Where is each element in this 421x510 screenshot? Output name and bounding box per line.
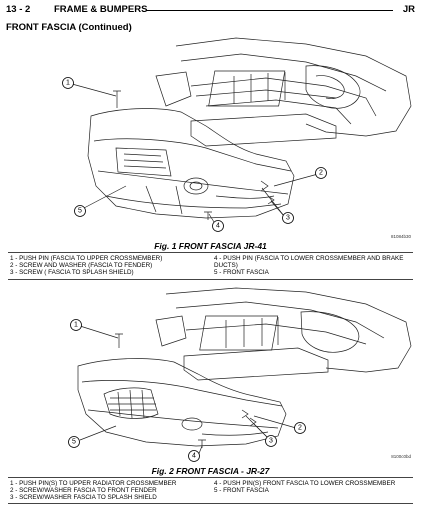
figure-1-legend-top-rule [8, 252, 413, 253]
callout-2: 2 [294, 422, 306, 434]
callout-5: 5 [68, 436, 80, 448]
legend-item: 2 - SCREW AND WASHER (FASCIA TO FENDER) [10, 262, 153, 270]
figure-2-image-id: 8100c0bd [391, 454, 411, 459]
figure-2-legend-bottom-rule [8, 503, 413, 504]
callout-1: 1 [70, 319, 82, 331]
section-title: FRAME & BUMPERS [54, 4, 148, 15]
legend-item: DUCTS) [214, 262, 238, 270]
figure-1-legend-right: 4 - PUSH PIN (FASCIA TO LOWER CROSSMEMBE… [214, 255, 414, 276]
figure-1-legend-bottom-rule [8, 279, 413, 280]
header-rule [146, 10, 393, 11]
callout-5: 5 [74, 205, 86, 217]
page-number: 13 - 2 [6, 4, 31, 15]
figure-1-legend: 1 - PUSH PIN (FASCIA TO UPPER CROSSMEMBE… [10, 255, 415, 279]
svg-text:1: 1 [66, 80, 70, 87]
legend-item: 1 - PUSH PIN(S) TO UPPER RADIATOR CROSSM… [10, 480, 177, 487]
svg-text:3: 3 [269, 438, 273, 445]
legend-item: 2 - SCREW/WASHER FASCIA TO FRONT FENDER [10, 487, 157, 495]
svg-text:3: 3 [286, 215, 290, 222]
page-header: 13 - 2 FRAME & BUMPERS JR [6, 4, 415, 18]
figure-2-caption: Fig. 2 FRONT FASCIA - JR-27 [151, 466, 270, 476]
legend-item: 4 - PUSH PIN (FASCIA TO LOWER CROSSMEMBE… [214, 255, 404, 262]
callout-1: 1 [62, 77, 74, 89]
figure-1-callouts: 1 2 3 4 5 [62, 77, 327, 232]
figure-1-caption: Fig. 1 FRONT FASCIA JR-41 [154, 241, 267, 251]
figure-2-legend: 1 - PUSH PIN(S) TO UPPER RADIATOR CROSSM… [10, 480, 415, 502]
legend-item: 4 - PUSH PIN(S) FRONT FASCIA TO LOWER CR… [214, 480, 396, 487]
figure-1-illustration: 1 2 3 4 5 81084b30 [6, 36, 415, 246]
figure-2-legend-top-rule [8, 477, 413, 478]
subheading: FRONT FASCIA (Continued) [6, 22, 132, 33]
svg-text:5: 5 [72, 439, 76, 446]
figure-2-drawing: 1 2 3 4 5 [68, 287, 412, 462]
legend-item: 5 - FRONT FASCIA [214, 269, 269, 277]
legend-item: 3 - SCREW ( FASCIA TO SPLASH SHIELD) [10, 269, 134, 277]
figure-1-legend-left: 1 - PUSH PIN (FASCIA TO UPPER CROSSMEMBE… [10, 255, 210, 276]
legend-item: 5 - FRONT FASCIA [214, 487, 269, 495]
svg-text:2: 2 [319, 170, 323, 177]
figure-2-legend-right: 4 - PUSH PIN(S) FRONT FASCIA TO LOWER CR… [214, 480, 414, 494]
callout-2: 2 [315, 167, 327, 179]
svg-text:2: 2 [298, 425, 302, 432]
figure-2-callouts: 1 2 3 4 5 [68, 319, 306, 462]
callout-4: 4 [212, 220, 224, 232]
legend-item: 1 - PUSH PIN (FASCIA TO UPPER CROSSMEMBE… [10, 255, 163, 262]
svg-text:1: 1 [74, 322, 78, 329]
figure-2-legend-left: 1 - PUSH PIN(S) TO UPPER RADIATOR CROSSM… [10, 480, 210, 501]
svg-text:4: 4 [216, 223, 220, 230]
model-code: JR [402, 4, 415, 15]
legend-item: 3 - SCREW/WASHER FASCIA TO SPLASH SHIELD [10, 494, 157, 502]
callout-4: 4 [188, 450, 200, 462]
figure-1-image-id: 81084b30 [390, 234, 411, 239]
figure-1-drawing: 1 2 3 4 5 [62, 37, 412, 232]
callout-3: 3 [282, 212, 294, 224]
figure-2-illustration: 1 2 3 4 5 8100c0bd [6, 286, 415, 462]
svg-text:4: 4 [192, 453, 196, 460]
callout-3: 3 [265, 435, 277, 447]
svg-text:5: 5 [78, 208, 82, 215]
